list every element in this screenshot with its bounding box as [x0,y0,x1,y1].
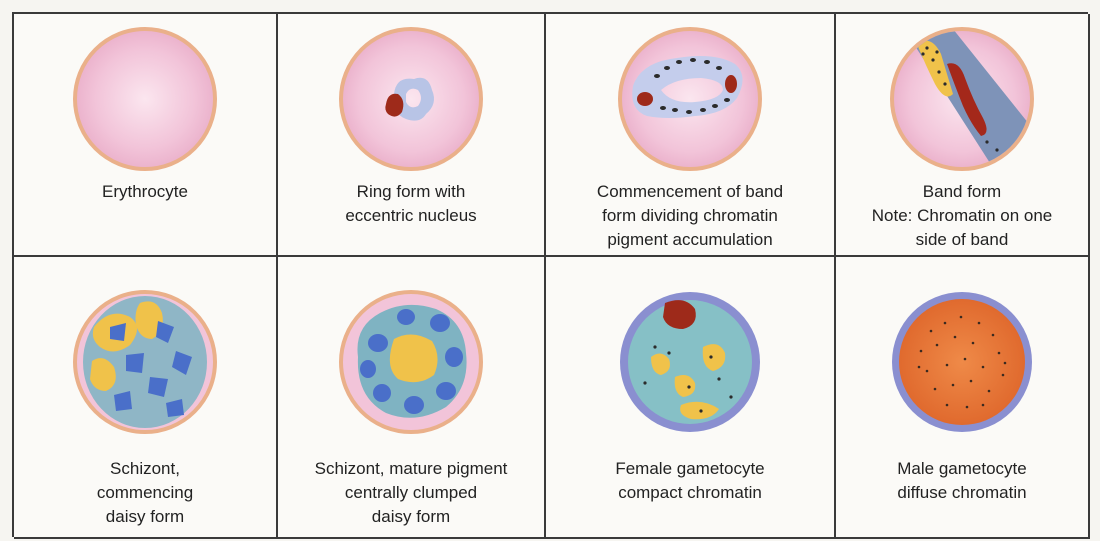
erythrocyte-icon [70,24,220,174]
cell-band-form: Band form Note: Chromatin on one side of… [836,14,1090,257]
caption-erythrocyte: Erythrocyte [18,180,272,204]
cell-female-gametocyte: Female gametocyte compact chromatin [546,257,836,539]
caption-band-form: Band form Note: Chromatin on one side of… [840,180,1084,252]
cell-male-gametocyte: Male gametocyte diffuse chromatin [836,257,1090,539]
caption-band-start: Commencement of band form dividing chrom… [550,180,830,252]
caption-schizont-early: Schizont, commencing daisy form [18,457,272,529]
band-form-icon [887,24,1037,174]
cell-ring-form: Ring form with eccentric nucleus [278,14,546,257]
schizont-mature-icon [336,287,486,437]
caption-male-gametocyte: Male gametocyte diffuse chromatin [840,457,1084,505]
band-start-icon [615,24,765,174]
cell-erythrocyte: Erythrocyte [14,14,278,257]
female-gametocyte-icon [615,287,765,437]
cell-schizont-early: Schizont, commencing daisy form [14,257,278,539]
schizont-early-icon [70,287,220,437]
cell-band-start: Commencement of band form dividing chrom… [546,14,836,257]
caption-female-gametocyte: Female gametocyte compact chromatin [550,457,830,505]
cell-schizont-mature: Schizont, mature pigment centrally clump… [278,257,546,539]
parasite-stage-grid: Erythrocyte [12,12,1088,537]
grid-row-1: Erythrocyte [14,14,1088,257]
caption-schizont-mature: Schizont, mature pigment centrally clump… [282,457,540,529]
male-gametocyte-icon [887,287,1037,437]
ring-form-icon [336,24,486,174]
caption-ring-form: Ring form with eccentric nucleus [282,180,540,228]
grid-row-2: Schizont, commencing daisy form [14,257,1088,539]
